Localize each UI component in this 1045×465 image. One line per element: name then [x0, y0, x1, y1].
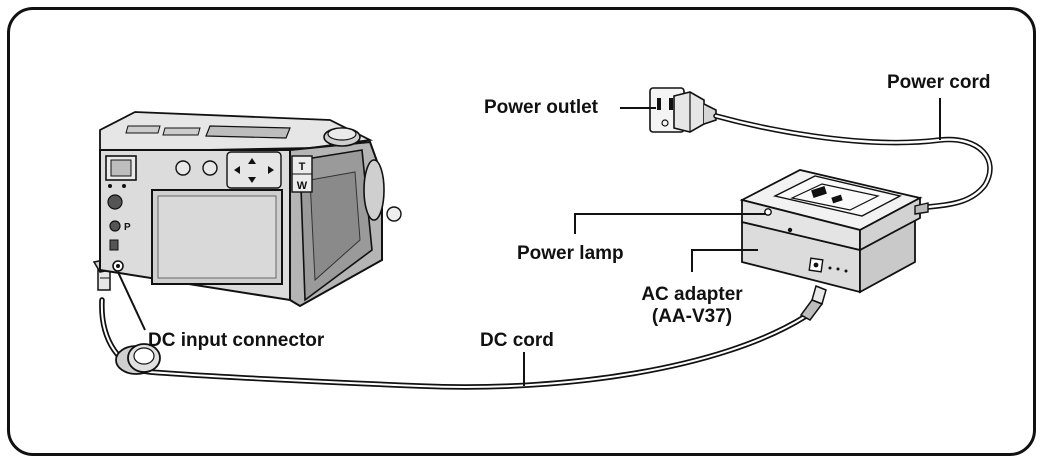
playback-marking: P — [124, 222, 131, 233]
ac-adapter-label-line1: AC adapter — [641, 284, 743, 305]
camera-illustration: T W P — [99, 111, 402, 308]
tele-marking: T — [299, 161, 306, 173]
ac-adapter-label-line2: (AA-V37) — [651, 306, 733, 327]
power-outlet-label: Power outlet — [484, 97, 599, 118]
power-cord-label: Power cord — [887, 72, 991, 93]
power-plug-illustration — [673, 91, 717, 133]
power-lamp-leader — [574, 213, 766, 234]
power-lamp-label: Power lamp — [517, 243, 624, 264]
wide-marking: W — [297, 180, 308, 192]
ferrite-core-illustration — [115, 343, 161, 375]
dc-input-leader — [117, 271, 146, 331]
ac-adapter-leader — [691, 249, 758, 272]
dc-input-connector-label: DC input connector — [148, 330, 325, 351]
ac-adapter-illustration — [739, 169, 929, 294]
dc-cord-label: DC cord — [480, 330, 554, 351]
ac-adapter-label: AC adapter (AA-V37) — [632, 284, 752, 328]
